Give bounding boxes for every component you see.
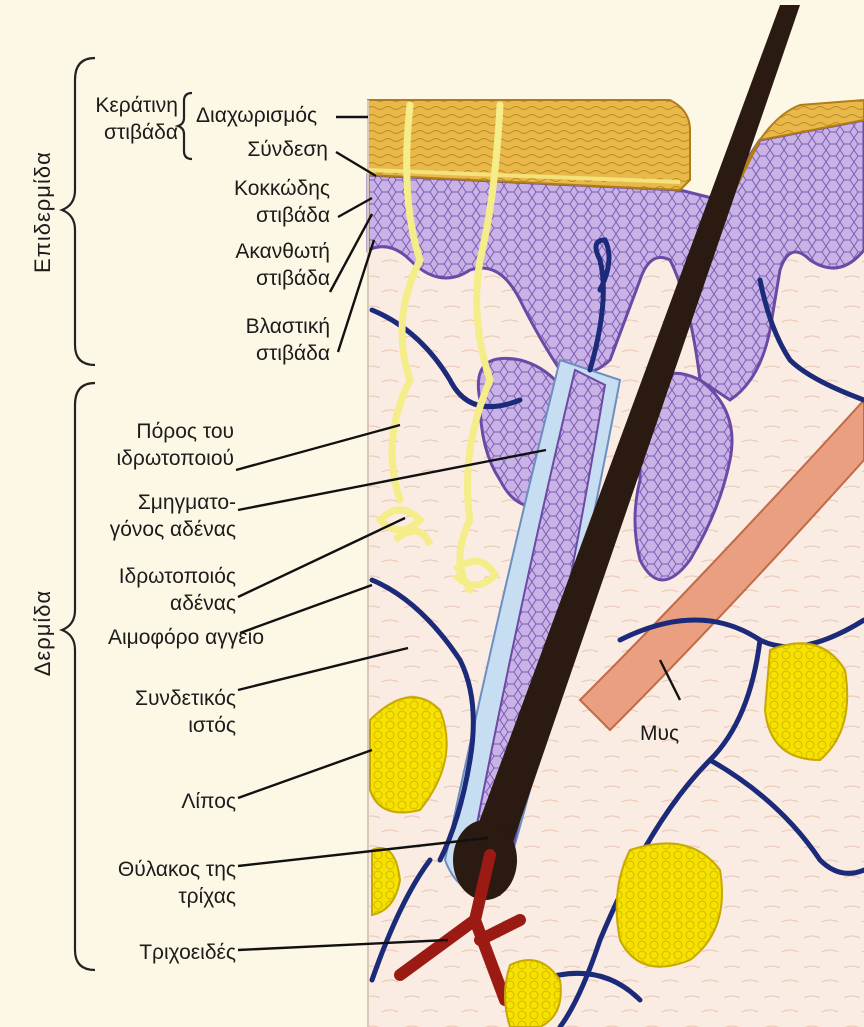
hair-follicle-label: Θύλακος της τρίχας <box>30 856 236 910</box>
keratin-line1: Κεράτινη <box>78 92 178 119</box>
connective-tissue-label: Συνδετικός ιστός <box>30 685 236 739</box>
follicle-line2: τρίχας <box>30 883 236 910</box>
basal-layer-label: Βλαστική στιβάδα <box>130 313 330 367</box>
granular-layer-label: Κοκκώδης στιβάδα <box>130 175 330 229</box>
spinous-layer-label: Ακανθωτή στιβάδα <box>130 238 330 292</box>
follicle-line1: Θύλακος της <box>30 856 236 883</box>
connective-line1: Συνδετικός <box>30 685 236 712</box>
muscle-label: Μυς <box>640 720 679 747</box>
keratin-layer-label: Κεράτινη στιβάδα <box>78 92 178 146</box>
sweat-pore-line2: ιδρωτοποιού <box>30 445 234 472</box>
sweat-pore-label: Πόρος του ιδρωτοποιού <box>30 418 234 472</box>
connective-line2: ιστός <box>30 712 236 739</box>
sebaceous-line1: Σμηγματο- <box>30 489 236 516</box>
basal-line2: στιβάδα <box>130 340 330 367</box>
keratin-separation-label: Διαχωρισμός <box>196 102 317 129</box>
keratin-line2: στιβάδα <box>78 119 178 146</box>
sweat-gland-line1: Ιδρωτοποιός <box>30 563 236 590</box>
sebaceous-line2: γόνος αδένας <box>30 516 236 543</box>
blood-vessel-label: Αιμοφόρο αγγείο <box>20 624 264 651</box>
sweat-gland-line2: αδένας <box>30 590 236 617</box>
fat-label: Λίπος <box>30 788 236 815</box>
granular-line1: Κοκκώδης <box>130 175 330 202</box>
sweat-pore-line1: Πόρος του <box>30 418 234 445</box>
capillaries-label: Τριχοειδές <box>30 939 236 966</box>
sweat-gland-label: Ιδρωτοποιός αδένας <box>30 563 236 617</box>
spinous-line2: στιβάδα <box>130 265 330 292</box>
granular-line2: στιβάδα <box>130 202 330 229</box>
epidermis-section-label: Επιδερμίδα <box>30 153 56 273</box>
fat-line1: Λίπος <box>30 788 236 815</box>
spinous-line1: Ακανθωτή <box>130 238 330 265</box>
blood-vessel-line1: Αιμοφόρο αγγείο <box>20 624 264 651</box>
basal-line1: Βλαστική <box>130 313 330 340</box>
keratin-connection-label: Σύνδεση <box>196 136 328 163</box>
capillaries-line1: Τριχοειδές <box>30 939 236 966</box>
sebaceous-gland-label: Σμηγματο- γόνος αδένας <box>30 489 236 543</box>
